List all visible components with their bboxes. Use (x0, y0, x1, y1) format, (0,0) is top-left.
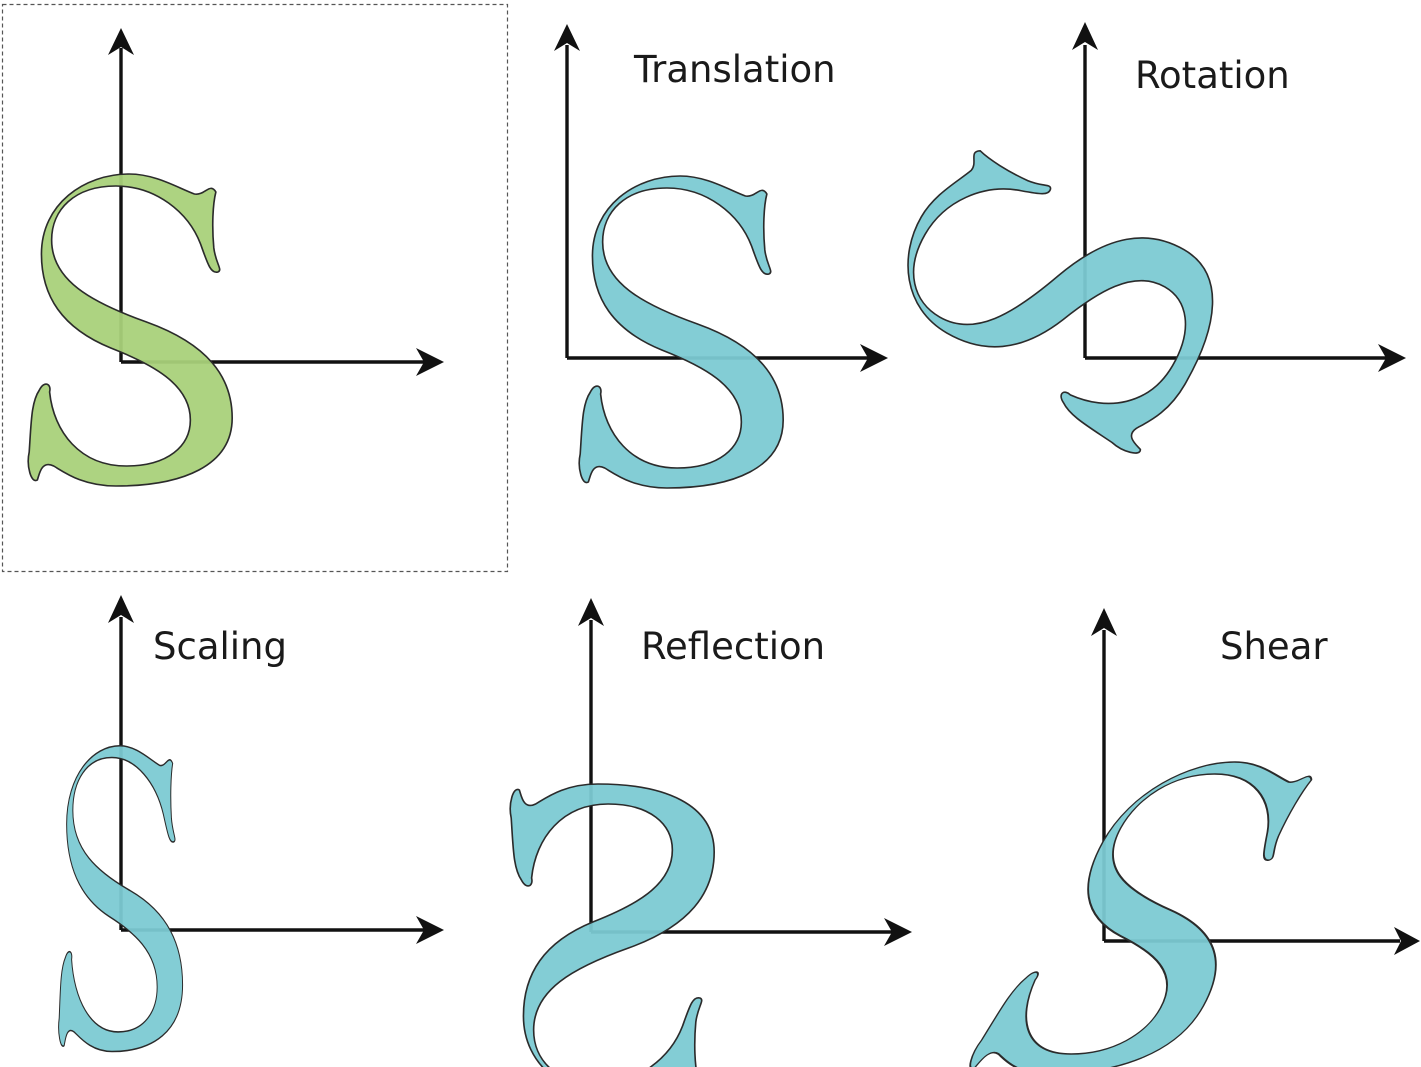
rotated-s-shape (870, 126, 1244, 462)
panel-original (1, 3, 509, 573)
panel-reflection: Reflection (509, 598, 912, 1067)
panel-translation: Translation (554, 24, 888, 489)
label-rotation: Rotation (1135, 54, 1290, 97)
label-scaling: Scaling (153, 625, 287, 668)
y-axis-arrowhead (578, 598, 604, 626)
label-shear: Shear (1220, 625, 1328, 668)
x-axis-arrowhead (1378, 344, 1406, 372)
y-axis-arrowhead (108, 28, 134, 55)
panel-scaling: Scaling (57, 595, 444, 1053)
label-reflection: Reflection (641, 625, 825, 668)
original-s-shape (27, 173, 233, 487)
reflected-s-shape (509, 783, 715, 1067)
dashed-frame (1, 3, 509, 573)
sheared-s-shape (961, 761, 1339, 1067)
y-axis-arrowhead (554, 24, 580, 51)
y-axis-arrowhead (1091, 608, 1117, 636)
translated-s-shape (578, 175, 784, 489)
panel-shear: Shear (961, 608, 1420, 1067)
x-axis-arrowhead (884, 918, 912, 946)
label-translation: Translation (633, 48, 836, 91)
y-axis-arrowhead (1072, 22, 1098, 50)
x-axis-arrowhead (860, 344, 888, 372)
x-axis-arrowhead (416, 348, 444, 376)
x-axis-arrowhead (1394, 927, 1420, 955)
panel-rotation: Rotation (870, 22, 1406, 462)
y-axis-arrowhead (108, 595, 134, 623)
x-axis-arrowhead (416, 916, 444, 944)
